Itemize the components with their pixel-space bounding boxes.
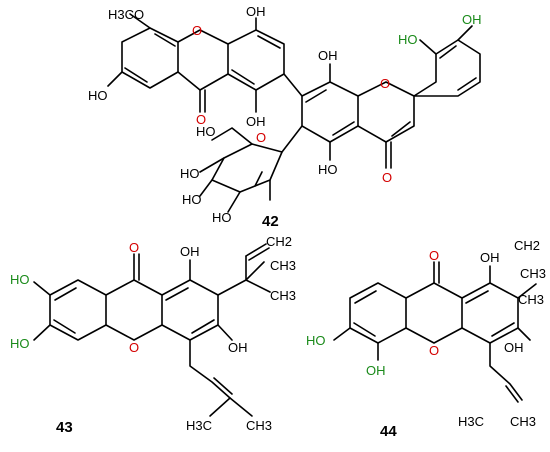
hydroxyl-label: OH (318, 48, 338, 63)
hydroxyl-label: HO (398, 32, 418, 47)
sugar-hydroxyl: HO (196, 124, 216, 139)
methyl-label: CH3 (510, 414, 536, 429)
hydroxyl-label: OH (246, 4, 266, 19)
compound-43: HO HO O O OH OH CH2 CH3 CH3 H3C CH3 43 (10, 234, 296, 436)
compound-number: 44 (380, 423, 397, 440)
sugar-hydroxyl: HO (182, 192, 202, 207)
methyl-label: CH3 (518, 292, 544, 307)
ring-oxygen: O (429, 343, 439, 358)
hydroxyl-label: HO (88, 88, 108, 103)
methyl-label: CH3 (270, 258, 296, 273)
methyl-label: CH3 (520, 266, 546, 281)
hydroxyl-label: OH (480, 250, 500, 265)
sugar-hydroxyl: HO (212, 210, 232, 225)
ring-oxygen: O (380, 76, 390, 91)
compound-42: H3CO O OH HO O OH OH O HO OH HO O O HO H… (88, 4, 482, 230)
hydroxyl-label: HO (318, 162, 338, 177)
compound-number: 42 (262, 213, 279, 230)
hydroxyl-label: OH (180, 244, 200, 259)
carbonyl-oxygen: O (382, 170, 392, 185)
hydroxyl-label: OH (228, 340, 248, 355)
hydroxyl-label: HO (10, 272, 30, 287)
carbonyl-oxygen: O (196, 112, 206, 127)
hydroxyl-label: HO (10, 336, 30, 351)
hydroxyl-label: OH (462, 12, 482, 27)
hydroxyl-label: OH (504, 340, 524, 355)
methyl-label: CH3 (246, 418, 272, 433)
hydroxyl-label: HO (306, 333, 326, 348)
vinyl-label: CH2 (514, 238, 540, 253)
carbonyl-oxygen: O (429, 248, 439, 263)
ring-oxygen: O (129, 340, 139, 355)
compound-number: 43 (56, 419, 73, 436)
sugar-hydroxyl: HO (180, 166, 200, 181)
vinyl-label: CH2 (266, 234, 292, 249)
sugar-ring-oxygen: O (256, 130, 266, 145)
ring-oxygen: O (192, 23, 202, 38)
hydroxyl-label: OH (366, 363, 386, 378)
hydroxyl-label: OH (246, 114, 266, 129)
methyl-label: CH3 (270, 288, 296, 303)
methyl-label: H3C (186, 418, 212, 433)
compound-44: HO OH O O OH OH CH2 CH3 CH3 H3C CH3 44 (306, 238, 546, 440)
methoxy-label: H3CO (108, 7, 144, 22)
carbonyl-oxygen: O (129, 240, 139, 255)
methyl-label: H3C (458, 414, 484, 429)
